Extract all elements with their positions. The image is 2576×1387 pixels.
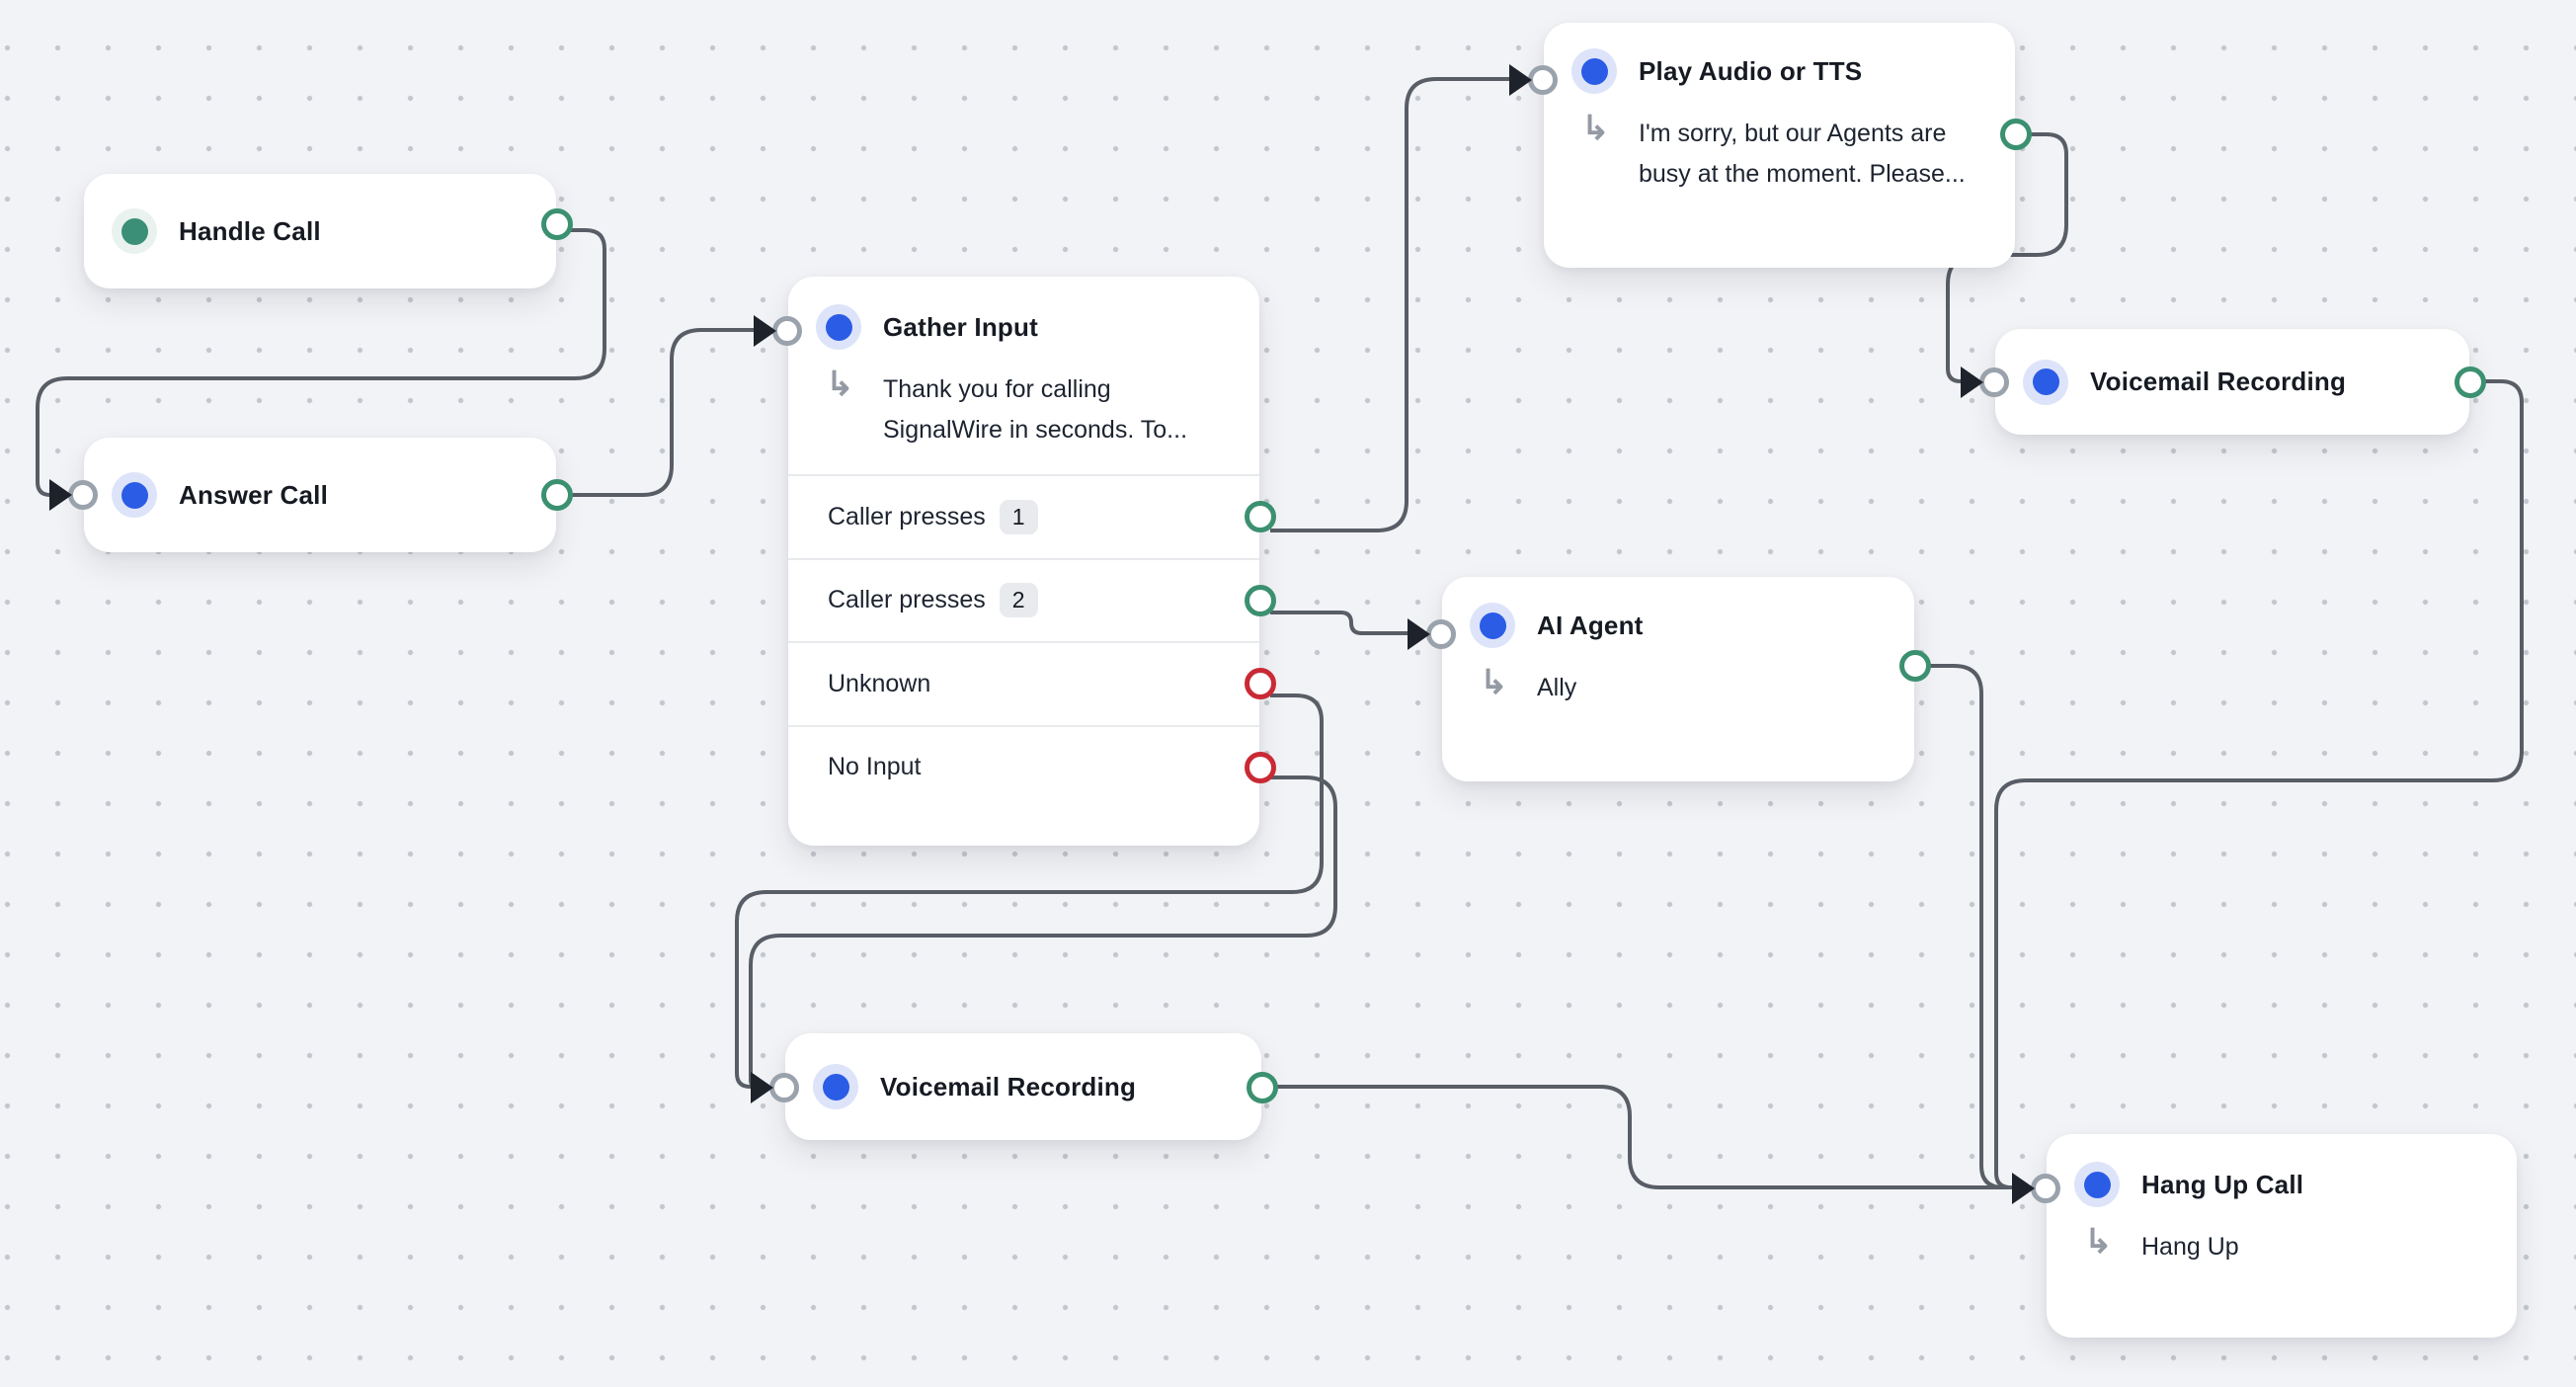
blue-dot-icon — [1470, 603, 1515, 648]
wire-ai_agent.out-to-hang_up.in[interactable] — [1926, 664, 2025, 1189]
node-subtitle: Hang Up — [2141, 1233, 2239, 1261]
node-gather-input[interactable]: Gather Input ↳ Thank you for calling Sig… — [772, 277, 1276, 846]
wire-answer_call.out-to-gather_input.in[interactable] — [567, 328, 766, 497]
node-title: Handle Call — [179, 215, 321, 246]
wire-gather_input.unknown-to-voicemail_bottom.in[interactable] — [735, 694, 1324, 1089]
output-port[interactable] — [2000, 119, 2032, 150]
key-badge: 1 — [999, 499, 1038, 534]
input-port[interactable] — [2031, 1174, 2060, 1203]
output-port-unknown[interactable] — [1245, 668, 1276, 700]
node-title: AI Agent — [1537, 610, 1644, 640]
node-title: Voicemail Recording — [2090, 367, 2347, 396]
row-label: Caller presses — [828, 586, 986, 614]
output-port[interactable] — [1247, 1072, 1278, 1103]
blue-dot-icon — [816, 304, 861, 350]
node-title: Voicemail Recording — [880, 1071, 1137, 1101]
output-port[interactable] — [2455, 367, 2486, 398]
row-label: Caller presses — [828, 502, 986, 530]
row-caller-presses-2[interactable]: Caller presses 2 — [788, 560, 1276, 643]
teal-dot-icon — [112, 208, 157, 254]
input-port[interactable] — [769, 1073, 799, 1102]
node-title: Gather Input — [883, 311, 1038, 342]
reply-arrow-icon: ↳ — [1581, 110, 1610, 147]
row-no-input[interactable]: No Input — [788, 727, 1276, 809]
row-unknown[interactable]: Unknown — [788, 643, 1276, 727]
wire-gather_input.press_2-to-ai_agent.in[interactable] — [1270, 611, 1420, 635]
gather-outcome-rows: Caller presses 1 Caller presses 2 Unknow… — [788, 474, 1276, 809]
input-port[interactable] — [68, 480, 98, 510]
blue-dot-icon — [2074, 1162, 2120, 1207]
node-title: Hang Up Call — [2141, 1169, 2304, 1199]
reply-arrow-icon: ↳ — [826, 366, 854, 403]
input-port[interactable] — [1528, 65, 1558, 95]
output-port-press-2[interactable] — [1245, 584, 1276, 616]
blue-dot-icon — [2023, 359, 2068, 405]
key-badge: 2 — [999, 583, 1038, 618]
output-port[interactable] — [541, 479, 573, 511]
output-port-press-1[interactable] — [1245, 501, 1276, 533]
node-title: Play Audio or TTS — [1639, 55, 1863, 86]
node-play-audio-or-tts[interactable]: Play Audio or TTS ↳ I'm sorry, but our A… — [1528, 23, 2032, 268]
row-caller-presses-1[interactable]: Caller presses 1 — [788, 476, 1276, 560]
input-port[interactable] — [1979, 367, 2009, 397]
blue-dot-icon — [112, 472, 157, 518]
wire-handle_call.out-to-answer_call.in[interactable] — [36, 228, 606, 497]
node-subtitle: I'm sorry, but our Agents are busy at th… — [1639, 120, 1966, 188]
input-port[interactable] — [1426, 619, 1456, 649]
row-label: No Input — [828, 753, 922, 781]
blue-dot-icon — [1571, 48, 1617, 94]
reply-arrow-icon: ↳ — [2084, 1223, 2113, 1261]
row-label: Unknown — [828, 669, 931, 697]
output-port[interactable] — [1899, 650, 1931, 682]
output-port-no-input[interactable] — [1245, 751, 1276, 783]
blue-dot-icon — [813, 1064, 858, 1109]
wire-voicemail_bottom.out-to-hang_up.in[interactable] — [1272, 1085, 2025, 1189]
wire-gather_input.press_1-to-play_audio.in[interactable] — [1270, 77, 1522, 532]
input-port[interactable] — [772, 316, 802, 346]
node-answer-call[interactable]: Answer Call — [68, 438, 573, 552]
node-handle-call[interactable]: Handle Call — [84, 174, 573, 288]
reply-arrow-icon: ↳ — [1480, 664, 1508, 701]
output-port[interactable] — [541, 208, 573, 240]
node-subtitle: Thank you for calling SignalWire in seco… — [883, 375, 1188, 444]
node-voicemail-recording-bottom[interactable]: Voicemail Recording — [769, 1033, 1278, 1140]
node-hang-up-call[interactable]: Hang Up Call ↳ Hang Up — [2031, 1134, 2517, 1338]
node-subtitle: Ally — [1537, 674, 1577, 701]
node-title: Answer Call — [179, 479, 329, 510]
wire-voicemail_right.out-to-hang_up.in[interactable] — [1994, 379, 2524, 1189]
node-ai-agent[interactable]: AI Agent ↳ Ally — [1426, 577, 1931, 781]
node-voicemail-recording-right[interactable]: Voicemail Recording — [1979, 329, 2486, 435]
